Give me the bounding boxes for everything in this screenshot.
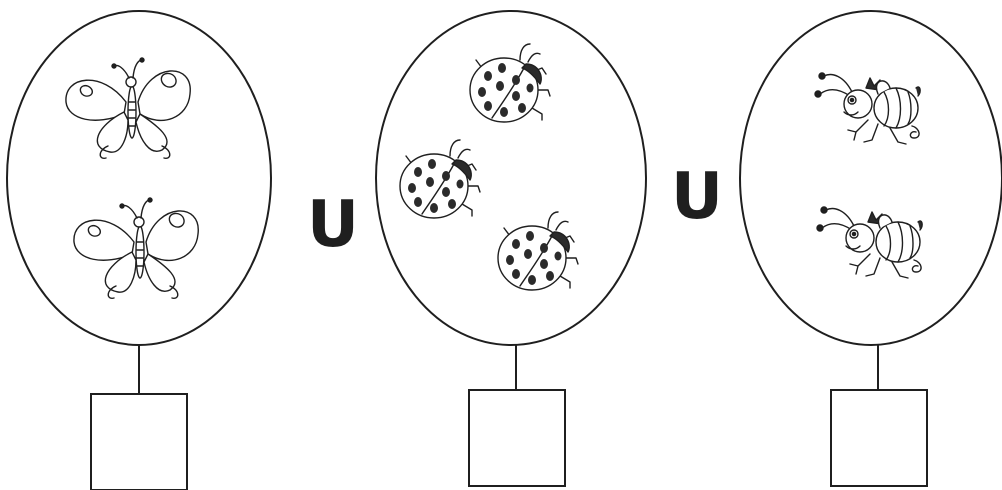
answer-box[interactable]	[90, 393, 188, 490]
set-oval	[375, 10, 647, 346]
answer-box[interactable]	[468, 389, 566, 487]
answer-box[interactable]	[830, 389, 928, 487]
union-symbol: U	[671, 160, 723, 234]
set-oval	[739, 10, 1002, 346]
set-ladybugs	[375, 10, 647, 487]
union-symbol: U	[307, 188, 359, 262]
set-bees	[739, 10, 1002, 487]
set-butterflies	[6, 10, 272, 490]
